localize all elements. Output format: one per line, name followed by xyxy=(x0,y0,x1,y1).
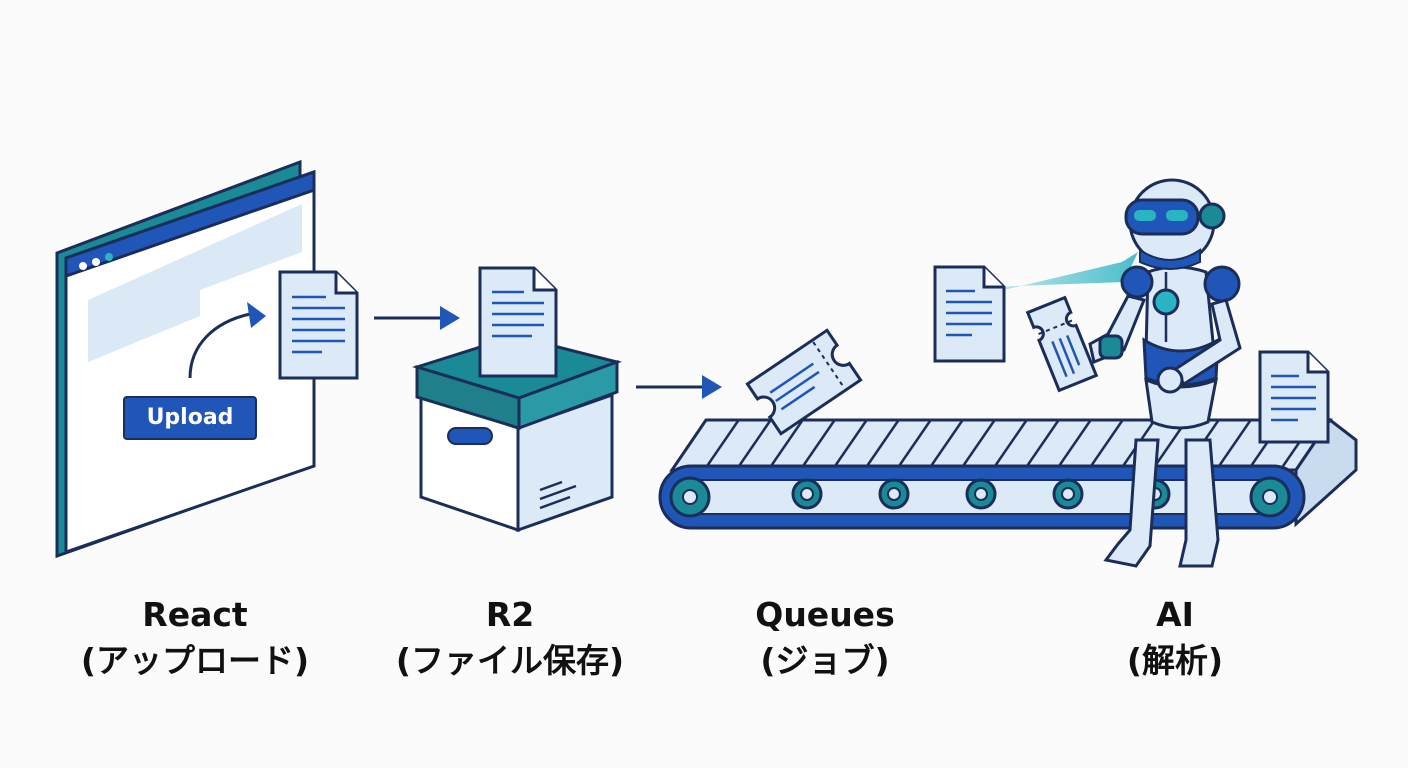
job-ticket-icon xyxy=(745,328,863,436)
job-ticket-icon xyxy=(1025,295,1099,393)
stage-title: R2 xyxy=(485,595,535,634)
document-icon xyxy=(933,265,1006,363)
stage-label-ai: AI (解析) xyxy=(1080,592,1270,684)
stage-title: React xyxy=(142,595,248,634)
stage-title: AI xyxy=(1156,595,1194,634)
stage-label-r2: R2 (ファイル保存) xyxy=(370,592,650,684)
stage-subtitle: (ジョブ) xyxy=(760,641,890,680)
stage-label-queues: Queues (ジョブ) xyxy=(700,592,950,684)
arrow-right-icon xyxy=(636,375,722,399)
conveyor-rollers xyxy=(669,476,1291,518)
browser-window-icon xyxy=(55,159,316,559)
document-icon xyxy=(478,266,558,378)
upload-button-label[interactable]: Upload xyxy=(146,405,234,430)
document-icon xyxy=(278,270,359,380)
stage-subtitle: (アップロード) xyxy=(80,641,310,680)
conveyor-belt-icon xyxy=(658,417,1358,530)
robot-icon xyxy=(936,178,1242,568)
stage-subtitle: (解析) xyxy=(1126,641,1224,680)
stage-title: Queues xyxy=(755,595,895,634)
stage-subtitle: (ファイル保存) xyxy=(395,641,625,680)
stage-label-react: React (アップロード) xyxy=(60,592,330,684)
arrow-right-icon xyxy=(374,306,460,330)
document-icon xyxy=(1258,350,1330,444)
upload-button[interactable] xyxy=(123,396,257,440)
